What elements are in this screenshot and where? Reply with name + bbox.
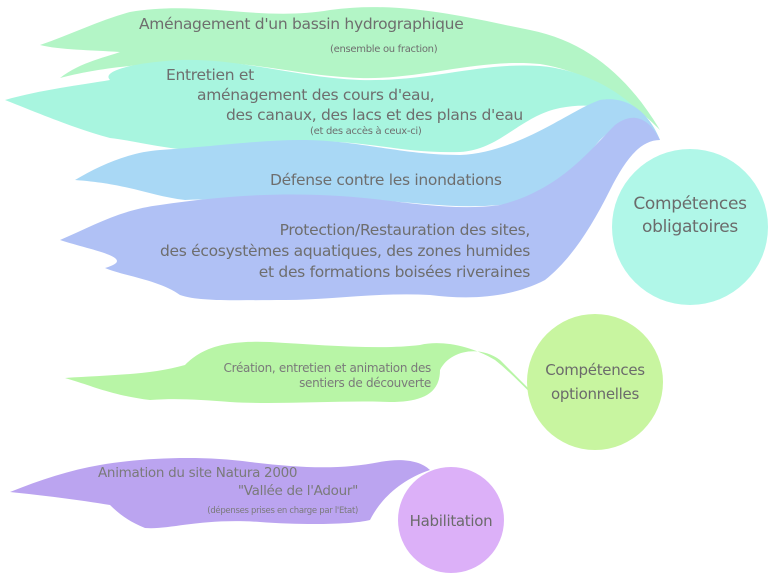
- ribbon-bassin: [40, 7, 660, 131]
- item-protection-line-2: des écosystèmes aquatiques, des zones hu…: [159, 242, 530, 260]
- item-cours-line-3: des canaux, des lacs et des plans d'eau: [226, 106, 523, 124]
- label-optionnelles: Compétences optionnelles: [530, 358, 660, 406]
- ribbon-inondations: [75, 99, 660, 207]
- item-protection-line-1: Protection/Restauration des sites,: [279, 221, 531, 239]
- item-cours-note: (et des accès à ceux-ci): [310, 126, 422, 137]
- item-natura-line-1: Animation du site Natura 2000: [98, 465, 298, 481]
- circle-optionnelles: [527, 314, 663, 450]
- item-inondations: Défense contre les inondations: [270, 171, 502, 189]
- ribbon-sentiers: [65, 341, 560, 420]
- item-bassin-title: Aménagement d'un bassin hydrographique: [139, 15, 464, 33]
- ribbon-protection: [60, 117, 660, 301]
- item-protection-line-3: et des formations boisées riveraines: [258, 263, 531, 281]
- circle-obligatoires: [612, 149, 768, 305]
- item-natura-note: (dépenses prises en charge par l'Etat): [207, 506, 358, 516]
- label-obligatoires: Compétences obligatoires: [612, 193, 768, 239]
- circle-habilitation: [398, 467, 504, 573]
- label-obligatoires-line-2: obligatoires: [642, 217, 738, 237]
- item-sentiers-line-2: sentiers de découverte: [299, 376, 431, 390]
- ribbon-cours-eau: [5, 59, 660, 153]
- item-bassin-note: (ensemble ou fraction): [330, 44, 438, 55]
- label-optionnelles-line-2: optionnelles: [551, 385, 639, 403]
- label-habilitation-line-1: Habilitation: [409, 512, 493, 530]
- ribbon-natura: [10, 458, 430, 529]
- label-optionnelles-line-1: Compétences: [545, 361, 645, 379]
- item-cours-line-2: aménagement des cours d'eau,: [197, 86, 435, 104]
- label-habilitation: Habilitation: [398, 510, 504, 533]
- item-sentiers-line-1: Création, entretien et animation des: [223, 361, 432, 375]
- item-natura-line-2: "Vallée de l'Adour": [237, 483, 358, 499]
- label-obligatoires-line-1: Compétences: [633, 194, 747, 214]
- item-cours-line-1: Entretien et: [166, 66, 254, 84]
